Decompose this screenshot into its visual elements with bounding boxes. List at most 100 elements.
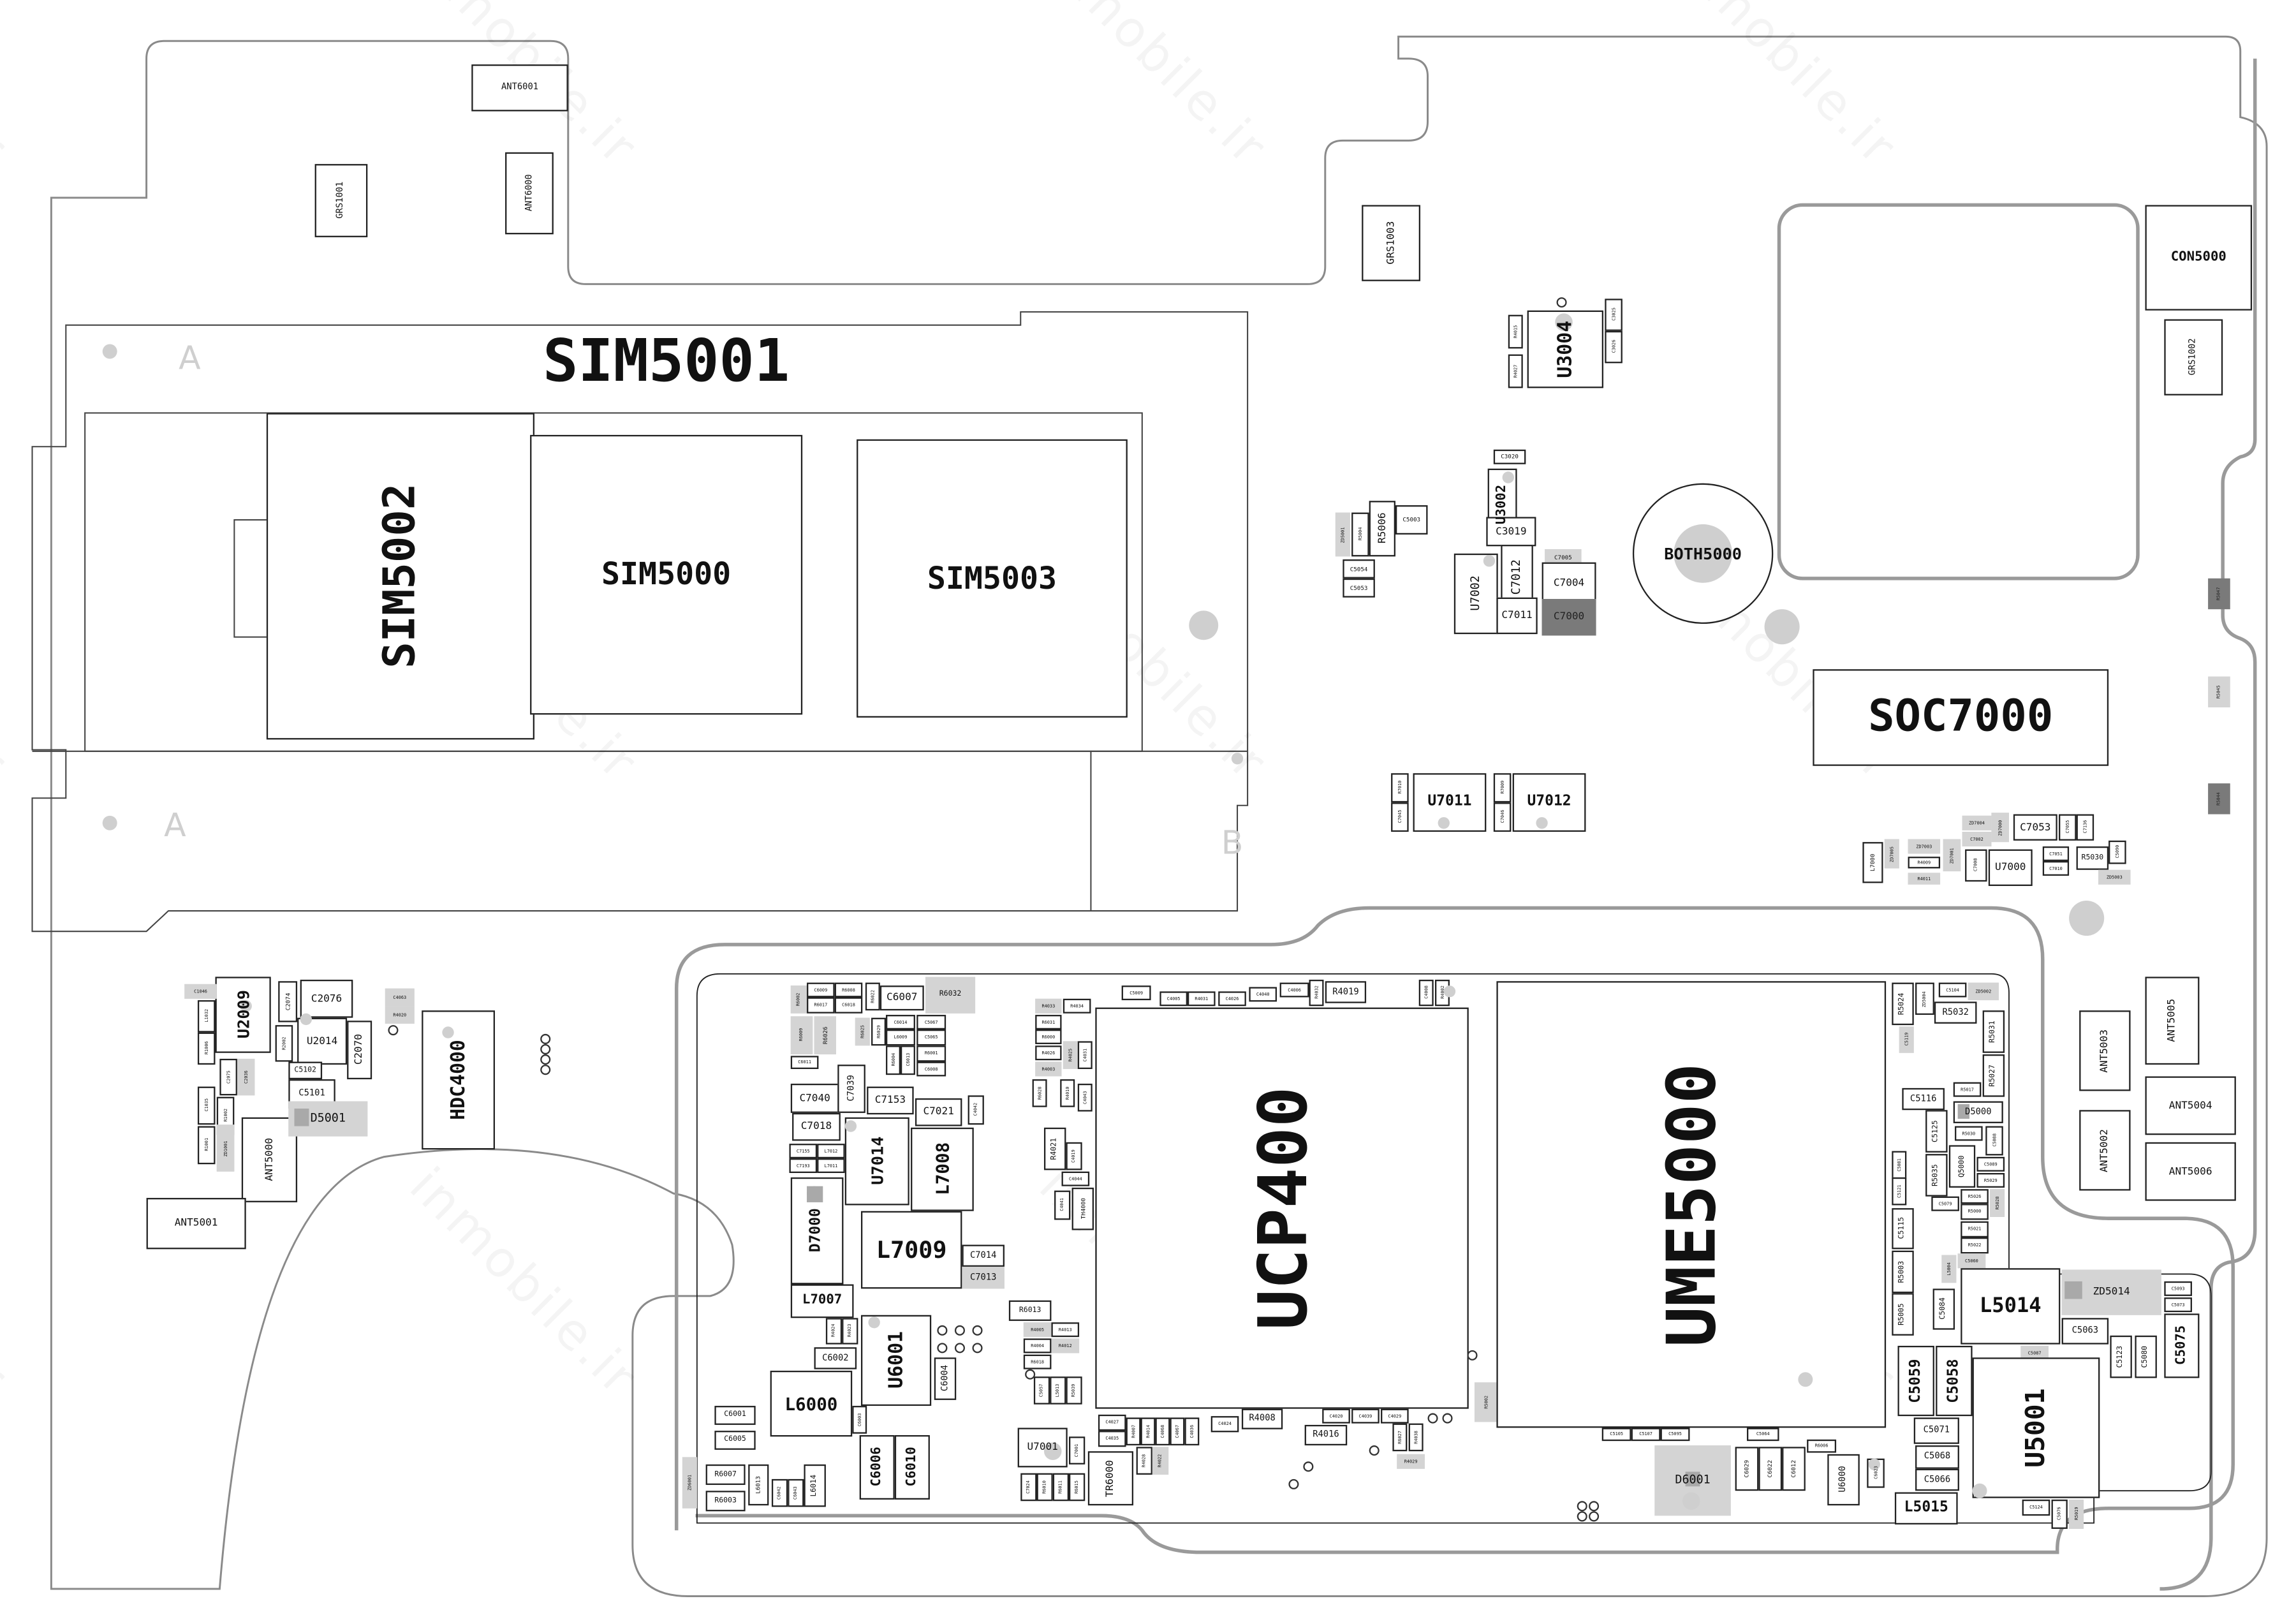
component-label: R6003 — [714, 1496, 737, 1505]
component-label: R5031 — [1988, 1021, 1998, 1043]
component-c4039: C4039 — [1351, 1408, 1380, 1424]
component-sim5003: SIM5003 — [857, 439, 1128, 718]
component-c7021: C7021 — [915, 1098, 962, 1126]
component-zd7003: ZD7003 — [1908, 839, 1941, 854]
component-l6009: L6009 — [886, 1029, 915, 1046]
component-c5075: C5075 — [2164, 1313, 2200, 1378]
component-c7055: C7055 — [2059, 814, 2077, 841]
pin1-marker-dot — [102, 815, 117, 830]
component-c5095: C5095 — [1660, 1427, 1690, 1442]
component-label: C1046 — [194, 987, 207, 994]
component-r7009: R7009 — [1493, 773, 1512, 803]
component-label: C7193 — [796, 1162, 810, 1168]
component-label: U2014 — [306, 1035, 338, 1047]
component-label: R4023 — [846, 1324, 853, 1338]
component-label: C6001 — [724, 1410, 746, 1419]
component-grs1003: GRS1003 — [1362, 205, 1421, 281]
component-label: U7011 — [1427, 793, 1472, 810]
component-r4009: R4009 — [1908, 857, 1941, 869]
component-label: R4031 — [1195, 995, 1209, 1001]
component-label: C6007 — [887, 991, 918, 1003]
component-hdc4000: HDC4000 — [422, 1010, 496, 1150]
component-c7155: C7155 — [789, 1144, 818, 1159]
component-r4032: R4032 — [1309, 979, 1324, 1007]
component-r4011: R4011 — [1908, 873, 1941, 885]
component-r4034: R4034 — [1063, 998, 1091, 1014]
component-c5071: C5071 — [1913, 1417, 1959, 1444]
component-label: C4031 — [1081, 1048, 1087, 1062]
test-point — [1589, 1511, 1600, 1522]
component-label: R6031 — [1041, 1018, 1056, 1024]
component-label: C5064 — [1756, 1431, 1770, 1437]
component-label: C7045 — [1396, 810, 1402, 824]
component-label: R6017 — [814, 1001, 828, 1008]
component-u7002: U7002 — [1453, 553, 1498, 635]
component-l6014: L6014 — [804, 1464, 826, 1507]
component-label: C7055 — [2064, 820, 2070, 834]
component-c5119: C5119 — [1899, 1026, 1914, 1053]
component-r5031: R5031 — [1982, 1010, 2005, 1053]
component-label: C4005 — [1166, 995, 1181, 1001]
component-label: R5047 — [2215, 587, 2221, 601]
sim-tray-outline — [31, 311, 1249, 933]
component-c2036: C2036 — [237, 1058, 255, 1096]
component-label: HDC4000 — [447, 1040, 469, 1121]
component-label: C5116 — [1910, 1093, 1937, 1103]
component-label: C7046 — [1498, 810, 1505, 824]
component-c1046: C1046 — [184, 984, 217, 999]
component-label: ZD5001 — [1339, 526, 1345, 543]
component-zd1001: ZD1001 — [216, 1125, 235, 1172]
component-label: R6029 — [874, 1025, 881, 1038]
component-label: C5081 — [1895, 1158, 1902, 1172]
component-label: R1006 — [202, 1042, 209, 1056]
component-u2014: U2014 — [297, 1017, 348, 1065]
component-c5073: C5073 — [2164, 1297, 2192, 1313]
component-label: ZD7001 — [1948, 847, 1954, 864]
component-label: R6028 — [1036, 1086, 1042, 1100]
component-label: C7051 — [2049, 850, 2063, 856]
component-label: C1035 — [202, 1099, 209, 1112]
component-c6018: C6018 — [834, 997, 863, 1014]
component-label: R6001 — [924, 1050, 938, 1056]
component-c7010: C7010 — [2042, 860, 2070, 876]
component-ant6000: ANT6000 — [505, 152, 554, 235]
component-label: C5105 — [1610, 1431, 1624, 1437]
component-label: C5084 — [1938, 1298, 1948, 1320]
component-r4031: R4031 — [1187, 991, 1216, 1007]
test-point — [1556, 297, 1567, 308]
component-r2002: R2002 — [275, 1025, 293, 1062]
component-label: R5029 — [1983, 1176, 1998, 1183]
component-label: L6000 — [784, 1393, 838, 1414]
component-c7051: C7051 — [2042, 846, 2070, 861]
component-r6029: R6029 — [871, 1017, 887, 1046]
component-label: C6029 — [1742, 1459, 1750, 1478]
component-c6001: C6001 — [714, 1406, 756, 1425]
component-r6022: R6022 — [865, 982, 880, 1011]
component-u7001: U7001 — [1017, 1427, 1068, 1468]
component-label: C6023 — [1872, 1466, 1878, 1480]
component-label: SIM5003 — [927, 560, 1057, 596]
component-r6017: R6017 — [807, 997, 835, 1014]
component-label: C5067 — [924, 1018, 938, 1024]
component-label: C3019 — [1496, 525, 1527, 537]
component-c5088: C5088 — [1985, 1126, 2003, 1156]
component-label: C6013 — [904, 1053, 910, 1067]
component-label: C6010 — [904, 1447, 919, 1487]
component-label: R5028 — [1993, 1196, 2000, 1210]
component-label: C5125 — [1931, 1120, 1941, 1142]
component-label: C7013 — [969, 1271, 997, 1283]
pin1-marker-dot — [1231, 753, 1244, 765]
component-c7018: C7018 — [792, 1112, 841, 1141]
component-c4005: C4005 — [1159, 991, 1188, 1007]
component-c3026: C3026 — [1605, 330, 1623, 364]
component-l5013: L5013 — [1050, 1376, 1066, 1405]
component-label: C4063 — [393, 993, 407, 999]
component-r4015: R4015 — [1508, 314, 1523, 349]
component-c4044: C4044 — [1061, 1171, 1090, 1186]
component-c2074: C2074 — [278, 981, 298, 1022]
component-r4024: R4024 — [825, 1318, 843, 1345]
component-label: C5124 — [2029, 1503, 2043, 1510]
component-r6032: R6032 — [925, 977, 976, 1014]
component-label: C4043 — [1081, 1091, 1087, 1105]
component-c4040: C4040 — [1249, 987, 1277, 1002]
